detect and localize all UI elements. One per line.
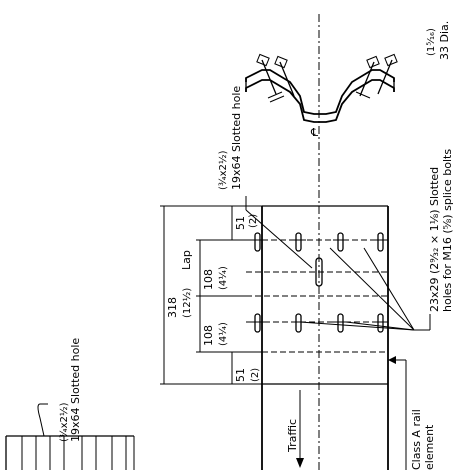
svg-text:element: element [423,424,436,470]
svg-text:holes for M16 (⅝) splice bolts: holes for M16 (⅝) splice bolts [441,149,454,312]
svg-text:(4¼): (4¼) [217,322,229,346]
traffic-label: Traffic [286,419,299,453]
bolt-hole-center [315,257,323,287]
svg-text:(1⁵⁄₁₆): (1⁵⁄₁₆) [426,28,437,56]
svg-text:23x29 (2⁹⁄₃₂ × 1⅛) Slotted: 23x29 (2⁹⁄₃₂ × 1⅛) Slotted [428,167,441,312]
bolt-dia-label: 33 Dia. (1⁵⁄₁₆) [426,21,451,60]
svg-text:Lap: Lap [180,250,193,270]
svg-text:318: 318 [166,297,179,318]
svg-text:51: 51 [234,216,247,230]
dim-51-bottom: 51 (2) [234,368,261,382]
splice-holes-note: 23x29 (2⁹⁄₃₂ × 1⅛) Slotted holes for M16… [428,149,454,312]
dim-51-top: 51 (2) [234,214,259,230]
centerline-symbol: ℄ [310,126,318,139]
section-bolt-right2 [377,53,398,95]
bolt-hole-row-lower [250,313,388,333]
splice-holes-leader [299,247,431,331]
traffic-arrow [296,390,304,468]
svg-text:Class A rail: Class A rail [410,409,423,470]
left-slotted-hole-leader [37,403,48,437]
w-beam-section [245,53,398,123]
rail-element-leader [388,356,407,470]
dimension-lines [160,205,262,385]
rail-element-label: Class A rail element [410,409,436,470]
top-slotted-hole-text: 19x64 Slotted hole [230,86,243,190]
left-rail-element [5,435,135,470]
section-bolt-left2 [274,55,295,97]
top-slotted-hole-label: 19x64 Slotted hole (¾x2½) [217,86,243,190]
dim-108-b: 108 (4¼) [202,322,229,346]
dim-lap: 318 (12½) Lap [166,250,193,318]
svg-text:(2): (2) [248,214,259,228]
svg-text:108: 108 [202,325,215,346]
svg-text:108: 108 [202,269,215,290]
svg-text:33 Dia.: 33 Dia. [438,21,451,60]
section-bolt-right [355,55,380,99]
svg-text:(2): (2) [250,368,261,382]
svg-text:(12½): (12½) [181,288,193,318]
splice-plate [246,205,389,470]
top-slotted-hole-text-in: (¾x2½) [217,150,229,190]
left-slotted-hole-text: 19x64 Slotted hole [69,338,82,442]
svg-text:51: 51 [234,368,247,382]
svg-text:(4¼): (4¼) [217,266,229,290]
dim-108-a: 108 (4¼) [202,266,229,290]
left-slotted-hole-label: 19x64 Slotted hole (¾x2½) [58,338,82,442]
left-slotted-hole-text-in: (¾x2½) [58,402,70,442]
svg-text:Traffic: Traffic [286,419,299,453]
top-slotted-hole-leader [245,196,313,269]
section-bolt-left [256,53,285,103]
